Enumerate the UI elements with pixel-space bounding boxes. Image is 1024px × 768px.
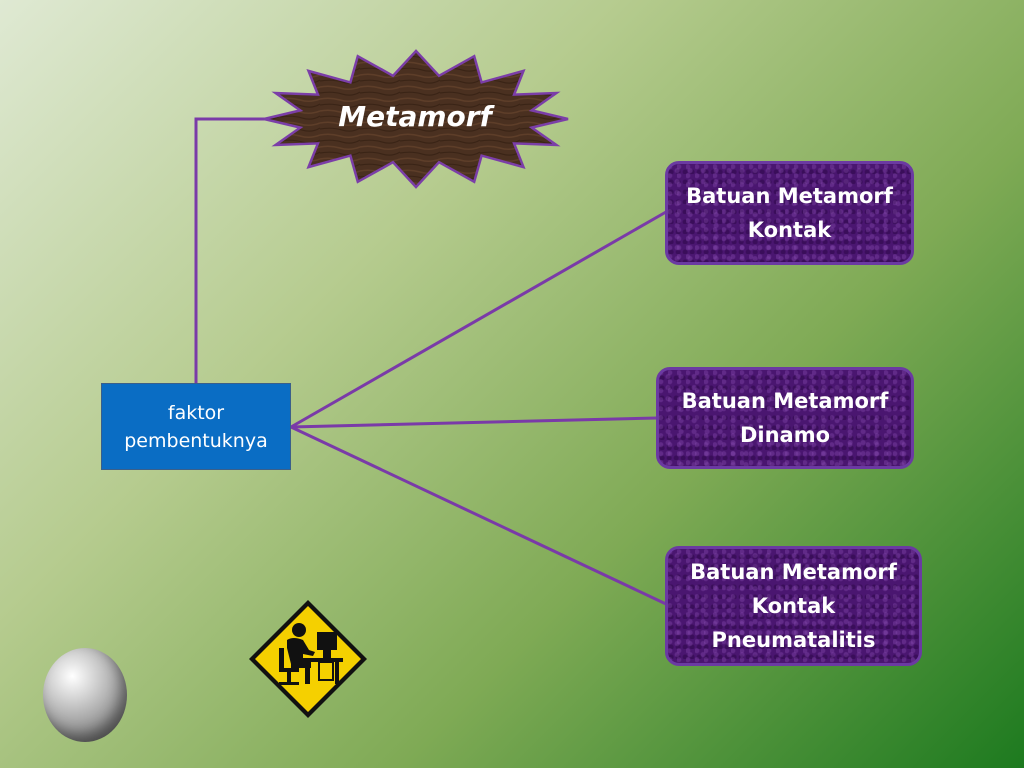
branch-2-line-2: Dinamo — [739, 423, 831, 447]
root-line-2: pembentuknya — [124, 429, 268, 452]
branch-3-line-3: Pneumatalitis — [711, 628, 876, 652]
connector-root-to-title — [194, 117, 280, 383]
branch-3-line-2: Kontak — [751, 594, 836, 618]
branch-metamorf-dinamo: Batuan Metamorf Dinamo — [656, 367, 914, 469]
connector-root-to-branch-2 — [290, 416, 658, 429]
branch-metamorf-kontak: Batuan Metamorf Kontak — [665, 161, 914, 265]
root-node-faktor-pembentuknya: faktor pembentuknya — [101, 383, 291, 470]
computer-worker-sign-icon — [249, 600, 367, 718]
connector-root-to-branch-3 — [290, 425, 667, 606]
branch-metamorf-kontak-pneumatalitis: Batuan Metamorf Kontak Pneumatalitis — [665, 546, 922, 666]
title: Metamorf — [338, 100, 492, 133]
sphere-icon — [43, 648, 127, 742]
connector-root-to-branch-1 — [290, 210, 667, 429]
branch-2-line-1: Batuan Metamorf — [681, 389, 889, 413]
root-line-1: faktor — [167, 401, 225, 424]
branch-1-line-1: Batuan Metamorf — [686, 184, 893, 208]
branch-3-line-1: Batuan Metamorf — [690, 560, 897, 584]
branch-1-line-2: Kontak — [747, 218, 832, 242]
